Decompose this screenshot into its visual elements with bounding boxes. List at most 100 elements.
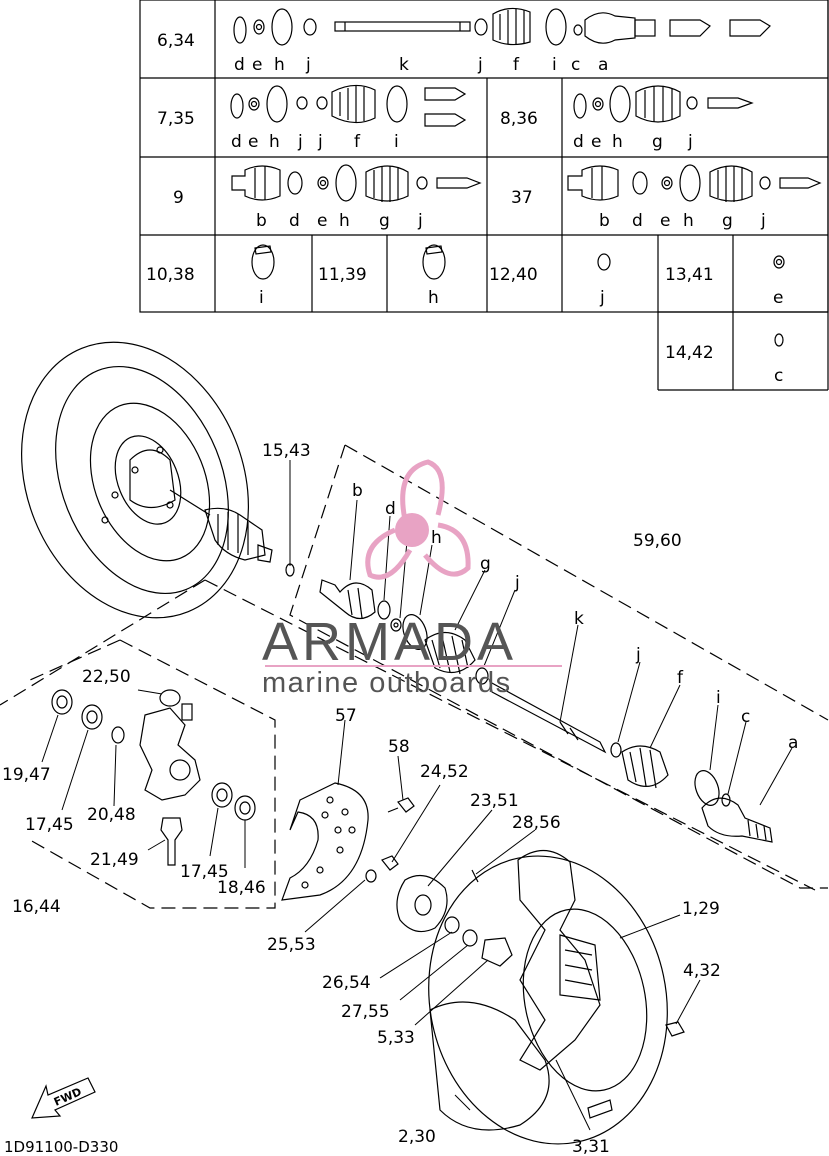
kit-row-7-letter-h: h [269,132,280,152]
kit-row-8-letter-d: d [573,132,584,152]
callout-15-43: 15,43 [262,441,311,461]
forward-arrow-icon [31,1077,96,1119]
kit-row-7-letter-d: d [231,132,242,152]
callout-b: b [352,481,363,501]
kit-row-37-letter-h: h [683,211,694,231]
callout-i: i [716,688,721,708]
kit-ref-9: 9 [173,188,184,208]
kit-ref-6: 6,34 [157,31,195,51]
callout-27-55: 27,55 [341,1002,390,1022]
kit-row-7-parts [230,84,467,127]
callout-h: h [431,528,442,548]
kit-row-8-letter-j: j [687,132,693,152]
kit-row-6-letter-h: h [274,55,285,75]
fwd-label: FWD [52,1085,84,1109]
kit-row-7-letter-i: i [394,132,399,152]
kit-row-6-letter-c: c [571,55,580,75]
callout-g: g [480,554,491,574]
kit-single-12-letter: j [599,288,605,308]
kit-row-7-letter-e: e [248,132,258,152]
kit-row-37-letter-d: d [632,211,643,231]
kit-row-37-letter-b: b [599,211,610,231]
callout-d: d [385,499,396,519]
kit-row-37-parts [567,164,822,202]
callout-23-51: 23,51 [470,791,519,811]
kit-ref-14: 14,42 [665,343,714,363]
callout-18-46: 18,46 [217,878,266,898]
kit-ref-11: 11,39 [318,265,367,285]
kit-row-6-letter-e: e [252,55,262,75]
leader-lines [41,460,793,1131]
drawing-code: 1D91100-D330 [4,1138,118,1156]
callout-28-56: 28,56 [512,813,561,833]
kit-ref-13: 13,41 [665,265,714,285]
kit-row-37-letter-j: j [760,211,766,231]
kit-ref-10: 10,38 [146,265,195,285]
kit-row-6-letter-j: j [305,55,311,75]
callout-59-60: 59,60 [633,531,682,551]
armada-watermark: ARMADA marine outboards [262,459,562,699]
kit-row-9-letter-j: j [417,211,423,231]
kit-row-6-letter-d: d [234,55,245,75]
kit-row-8-letter-h: h [612,132,623,152]
kit-single-13-letter: e [773,288,783,308]
callout-21-49: 21,49 [90,850,139,870]
kit-single-11-letter: h [428,288,439,308]
kit-row-8-letter-g: g [652,132,663,152]
kit-row-6-letter-f: f [513,55,520,75]
kit-row-6-letter-a: a [598,55,608,75]
kit-row-8-letter-e: e [591,132,601,152]
callout-20-48: 20,48 [87,805,136,825]
kit-row-6-letter-k: k [399,55,409,75]
kit-row-6-letter-j2: j [477,55,483,75]
kit-table [139,0,829,391]
callout-17-45-a: 17,45 [25,815,74,835]
kit-row-9-parts [231,164,482,202]
kit-row-9-letter-e: e [317,211,327,231]
kit-row-9-letter-d: d [289,211,300,231]
kit-row-7-letter-f: f [354,132,361,152]
callout-16-44: 16,44 [12,897,61,917]
lower-wheel-assembly [428,849,685,1145]
callout-17-45-b: 17,45 [180,862,229,882]
kit-single-14-letter: c [774,366,783,386]
callout-25-53: 25,53 [267,935,316,955]
callout-26-54: 26,54 [322,973,371,993]
callout-4-32: 4,32 [683,961,721,981]
kit-singles-parts [251,244,785,347]
callout-19-47: 19,47 [2,765,51,785]
callout-k: k [574,609,584,629]
watermark-brand: ARMADA [262,612,517,672]
callout-3-31: 3,31 [572,1137,610,1156]
propeller-logo [365,459,471,580]
kit-row-6-parts [233,7,771,46]
driveshaft-parts [319,579,773,843]
callout-j-2: j [635,645,641,665]
callout-2-30: 2,30 [398,1127,436,1147]
kit-ref-37: 37 [511,188,533,208]
kit-row-7-letter-j: j [297,132,303,152]
kit-ref-7: 7,35 [157,109,195,129]
knuckle-kit-boundary [0,579,816,909]
propeller-hub [395,513,429,547]
callout-j-1: j [514,573,520,593]
kit-row-37-letter-g: g [722,211,733,231]
kit-ref-8: 8,36 [500,109,538,129]
callout-22-50: 22,50 [82,667,131,687]
callout-c: c [741,707,750,727]
kit-row-37-letter-e: e [660,211,670,231]
callout-58: 58 [388,737,410,757]
kit-row-8-parts [573,85,754,123]
kit-row-9-letter-h: h [339,211,350,231]
kit-single-10-letter: i [259,288,264,308]
watermark-tagline: marine outboards [262,667,512,699]
kit-ref-12: 12,40 [489,265,538,285]
callout-f: f [677,668,684,688]
callout-1-29: 1,29 [682,899,720,919]
knuckle-hub-parts [51,689,513,967]
kit-row-7-letter-j2: j [317,132,323,152]
callout-a: a [788,733,798,753]
kit-row-6-letter-i: i [552,55,557,75]
callout-24-52: 24,52 [420,762,469,782]
